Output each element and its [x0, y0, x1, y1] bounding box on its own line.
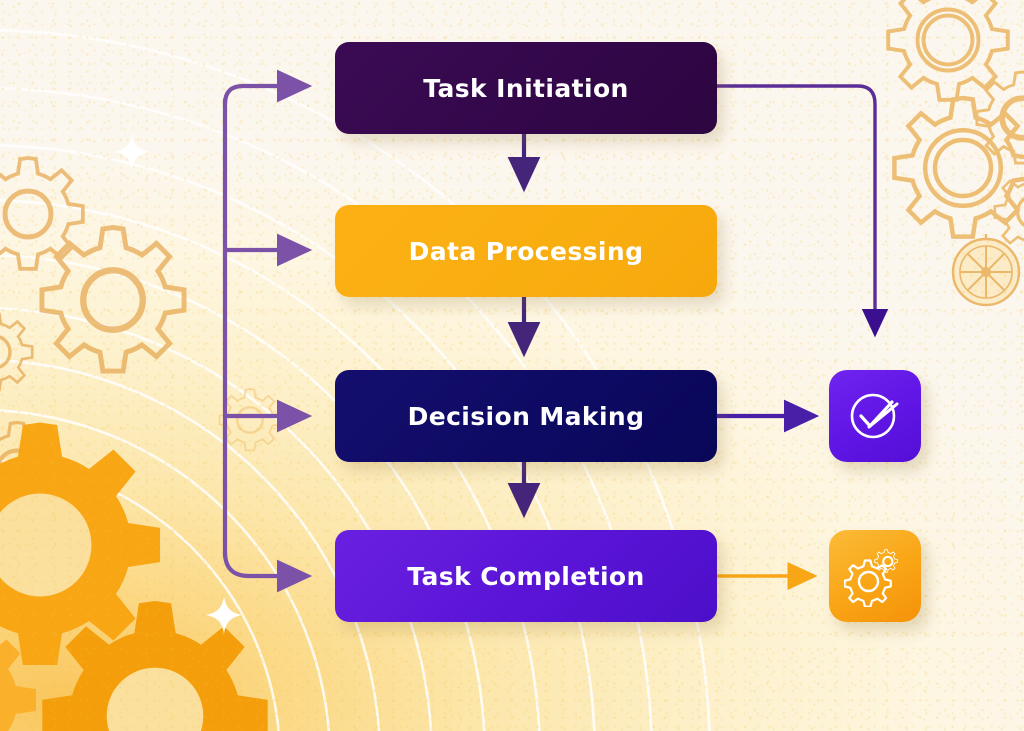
flow-node-task-initiation[interactable]: Task Initiation [335, 42, 717, 134]
gears-tile[interactable] [829, 530, 921, 622]
outline-gear-cluster-left [0, 156, 184, 519]
check-circle-icon [850, 393, 899, 439]
gears-icon [844, 549, 898, 607]
connector-initiation-to-check-icon [717, 84, 889, 338]
sparkle-icon [114, 134, 150, 170]
node-label: Decision Making [407, 401, 645, 431]
solid-gear-cluster-bottom-left [0, 422, 268, 731]
flow-node-task-completion[interactable]: Task Completion [335, 530, 717, 622]
check-circle-tile[interactable] [829, 370, 921, 462]
outline-gear-cluster-top-right [886, 0, 1024, 253]
node-label: Task Initiation [423, 73, 629, 103]
node-label: Task Completion [407, 561, 645, 591]
sparkle-icon [205, 596, 243, 634]
connector-spine-to-initiation [222, 69, 313, 105]
flow-node-data-processing[interactable]: Data Processing [335, 205, 717, 297]
flow-node-decision-making[interactable]: Decision Making [335, 370, 717, 462]
connector-spine-to-completion [222, 551, 313, 593]
node-label: Data Processing [408, 236, 644, 266]
ornate-gear-icon [951, 234, 1021, 307]
outline-gear-faint-mid-left [218, 388, 282, 452]
